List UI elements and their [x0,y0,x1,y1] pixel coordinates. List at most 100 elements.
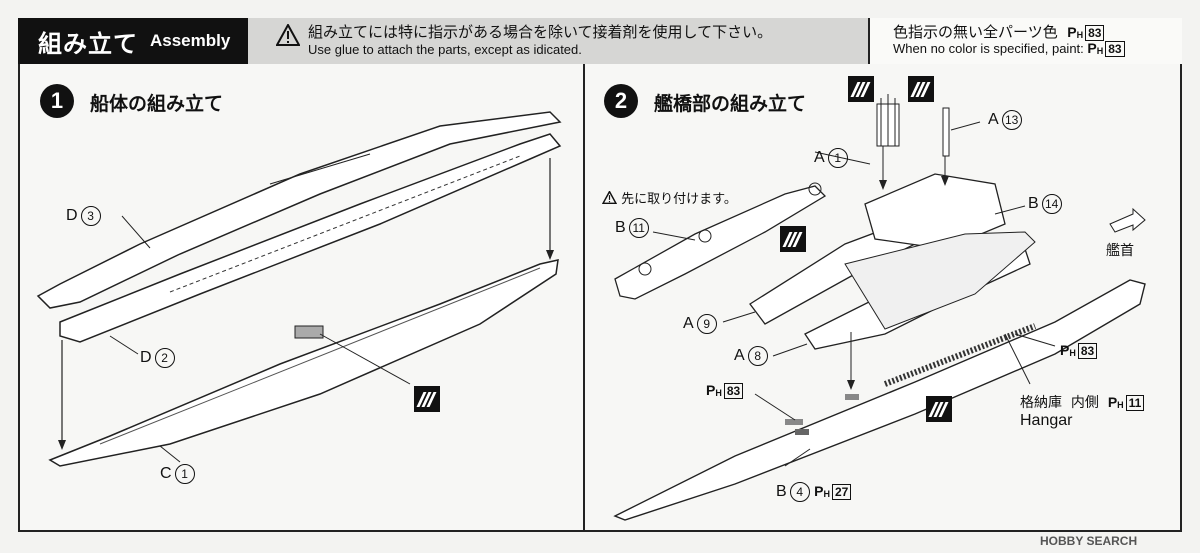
paint-prefix: P [706,382,716,398]
paint-number: 83 [1077,343,1098,359]
arrow-down-3-head [941,176,949,186]
part-d2-dashline [169,155,521,293]
part-b11-shape [614,185,827,300]
label-a1-num: 1 [827,148,848,168]
step2-title: 艦橋部の組み立て [654,93,807,115]
label-a9-num: 9 [696,314,717,334]
warning-icon [601,190,618,205]
hangar-label-en: Hangar [1020,412,1073,429]
glue-warning-bar [248,18,868,64]
label-b14-letter: B [1028,195,1039,213]
glue-icon [780,226,806,252]
hangar-leader [1004,333,1031,385]
glue-icon [848,76,874,102]
label-d2-num: 2 [154,348,175,368]
a13-leader [950,121,981,131]
label-d3-num: 3 [80,206,101,226]
label-b4-num: 4 [789,482,810,502]
c1-leader [159,445,181,463]
paint83b-leader [754,393,796,421]
paint-sub: H [1076,30,1084,40]
step2-number: 2 [604,84,638,118]
hull-assembly-diagram [36,111,562,467]
watermark: HOBBY SEARCH [1040,534,1138,548]
label-b4-letter: B [776,483,787,501]
paint-number: 83 [1085,25,1105,41]
label-b11-num: 11 [628,218,649,238]
part-c1-socket [294,325,324,339]
part-b11-post3 [808,182,822,196]
default-color-jp-text: 色指示の無い全パーツ色 [893,23,1058,41]
hangar-inside-text: 内側 [1070,395,1099,411]
default-color-en-text: When no color is specified, paint: [893,41,1084,56]
a9-leader [722,311,756,323]
part-a13-shape [942,107,950,157]
paint83a-leader [1014,333,1056,347]
paint-sub: H [1117,400,1124,410]
label-c1-num: 1 [174,464,195,484]
b4-leader [784,448,811,467]
align-arrow-left-head [58,440,66,450]
paint-number: 83 [723,383,744,399]
part-b4-grating [883,323,1037,387]
d3-leader [121,215,151,249]
paint-prefix: P [1060,342,1070,358]
step-divider [583,64,585,532]
d2-leader [109,335,139,355]
align-arrow-right-head [546,250,554,260]
label-a9-letter: A [683,315,694,333]
label-b11-letter: B [615,219,626,237]
part-b4-shape [613,279,1146,521]
part-d3-shape [36,111,562,309]
step1-number: 1 [40,84,74,118]
part-c1-keelline [99,267,541,445]
part-b4-mark2 [845,394,859,400]
paint-sub: H [715,388,722,398]
paint-prefix: P [1087,40,1097,56]
label-a8-num: 8 [747,346,768,366]
part-b14-shape [864,173,1006,250]
b14-leader [994,205,1026,215]
paint-prefix: P [1067,24,1077,40]
assembly-title-jp: 組み立て [38,29,138,58]
note-attach-first-text: 先に取り付けます。 [621,192,737,207]
glue-leader-line [319,333,411,385]
paint-number: 27 [831,484,852,501]
bridge-assembly-diagram [613,94,1146,521]
arrow-down-1-head [847,380,855,390]
label-d2-letter: D [140,349,152,367]
label-a13-num: 13 [1001,110,1022,130]
part-b11-post2 [638,262,652,276]
glue-icon [908,76,934,102]
glue-warning-en: Use glue to attach the parts, except as … [308,42,582,57]
default-color-box [868,18,1182,64]
label-a13-letter: A [988,111,999,129]
part-b11-post1 [698,229,712,243]
paint-prefix: P [814,483,824,500]
paint-number: 83 [1105,41,1125,57]
arrow-down-2-head [879,180,887,190]
part-d3-detail [269,153,371,185]
paint-sub: H [1096,46,1104,56]
part-b4-mark3 [795,429,809,435]
label-d3-letter: D [66,207,78,225]
paint-number: 11 [1125,395,1145,411]
label-a1-letter: A [814,149,825,167]
paint-prefix: P [1107,394,1118,410]
